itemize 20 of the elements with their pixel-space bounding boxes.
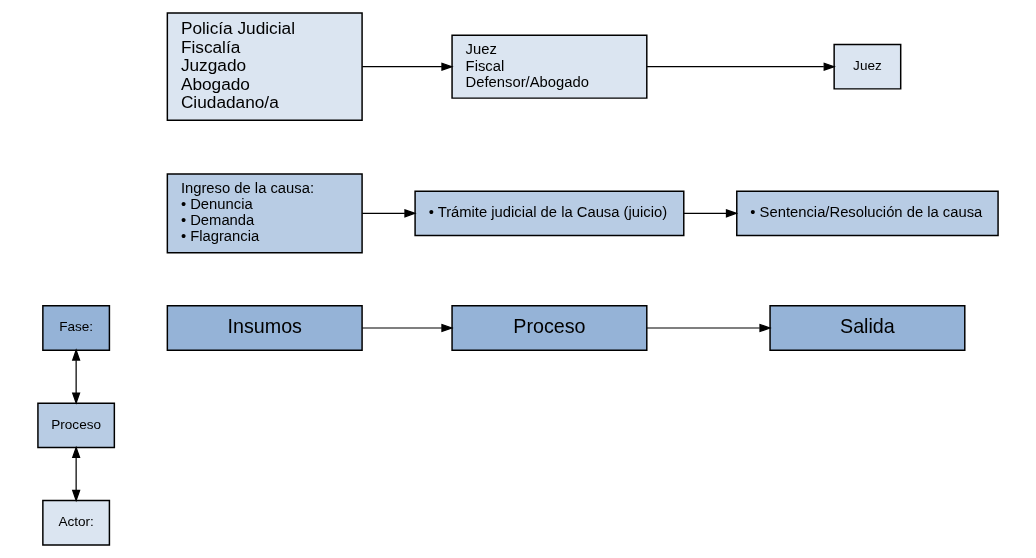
node-box: Fase: (42, 305, 111, 351)
node-box: Ingreso de la causa: • Denuncia • Demanda • Flagrancia (166, 173, 363, 254)
arrow (361, 62, 454, 71)
arrow (71, 445, 81, 503)
node-box: Policía Judicial Fiscalía Juzgado Abogado Ciudadano/a (166, 12, 363, 122)
node-box: Juez (833, 43, 902, 90)
node-box: Salida (769, 305, 966, 351)
arrow (646, 323, 772, 333)
arrow (361, 209, 417, 218)
node-box: • Sentencia/Resolución de la causa (736, 190, 999, 237)
arrow (646, 62, 836, 71)
arrow (361, 323, 454, 333)
node-box: Insumos (166, 305, 363, 351)
node-box: Proceso (37, 402, 116, 449)
node-box: Proceso (451, 305, 648, 351)
arrow (683, 209, 739, 218)
arrow (71, 348, 81, 405)
node-box: Juez Fiscal Defensor/Abogado (451, 34, 648, 99)
node-box: Actor: (42, 499, 111, 546)
node-box: • Trámite judicial de la Causa (juicio) (414, 190, 685, 237)
